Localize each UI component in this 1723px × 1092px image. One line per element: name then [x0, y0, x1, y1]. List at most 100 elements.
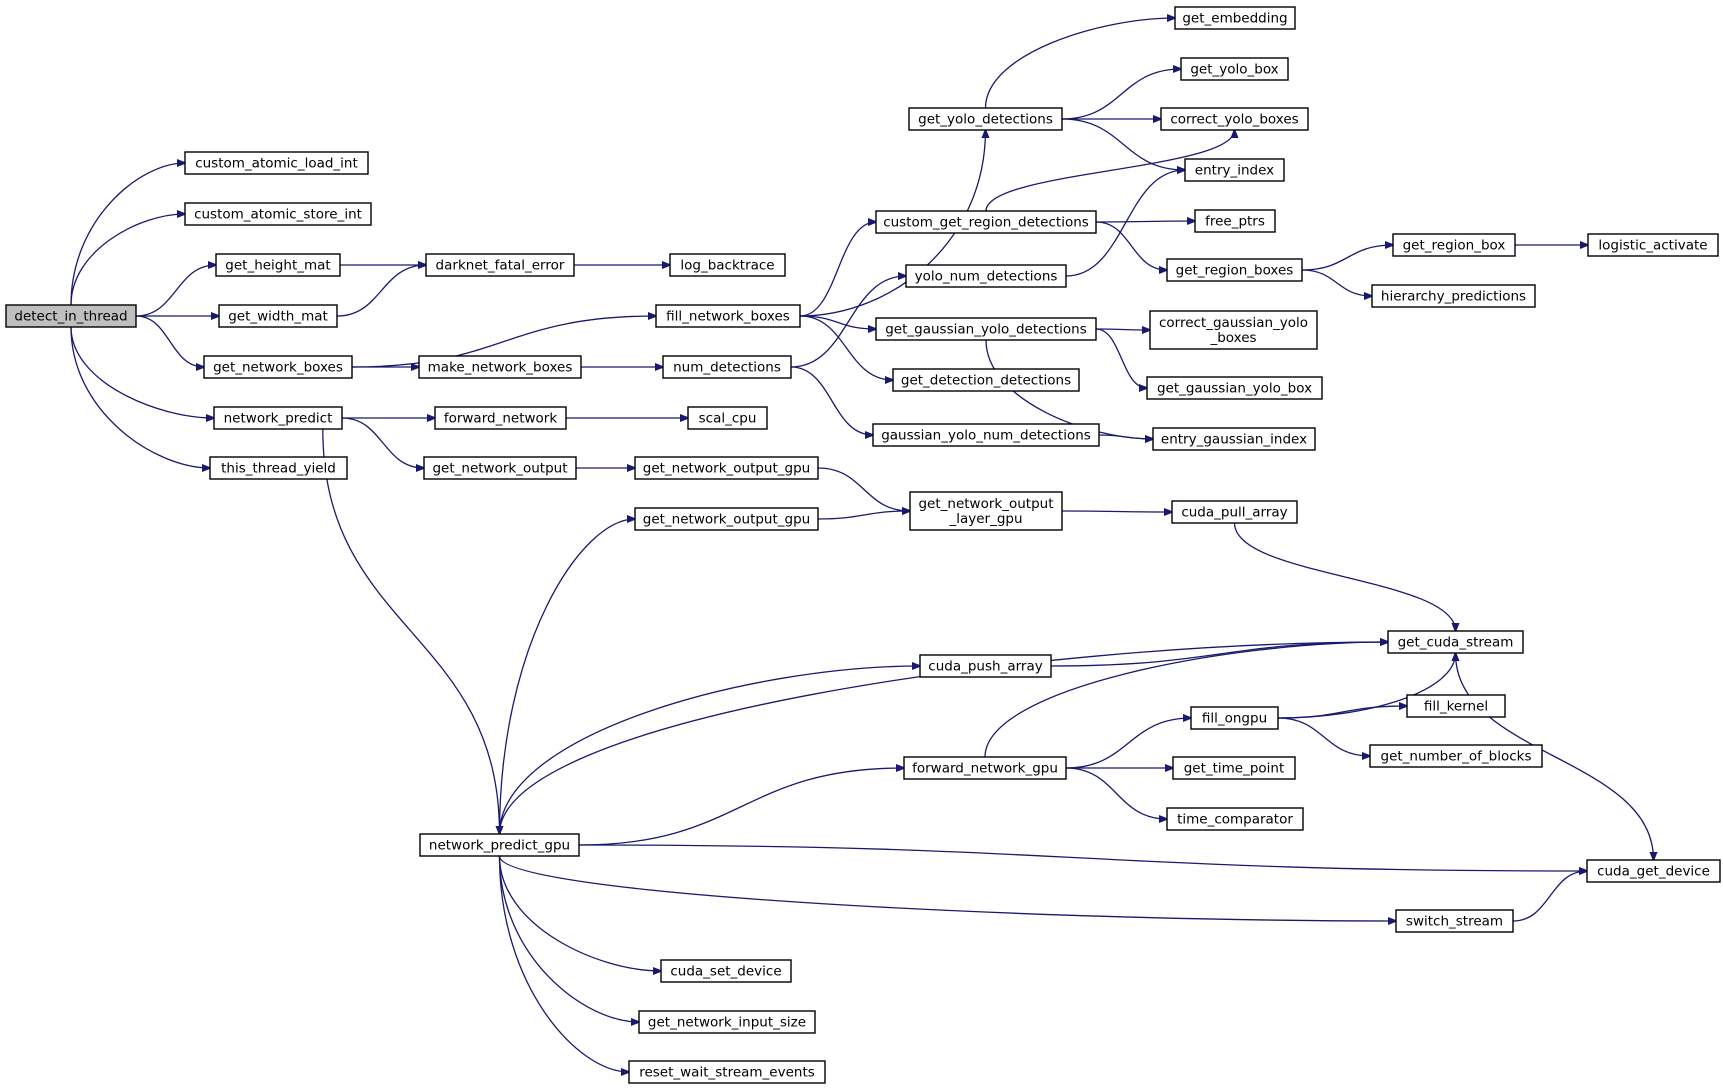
node-box	[184, 202, 372, 226]
edge-network-predict-to-network-predict-gpu	[322, 428, 500, 834]
node-label: num_detections	[673, 360, 781, 376]
node-num-detections[interactable]: num_detections	[662, 355, 792, 379]
edge-layer	[70, 18, 1654, 1072]
node-get-yolo-box[interactable]: get_yolo_box	[1180, 57, 1289, 81]
node-fill-kernel[interactable]: fill_kernel	[1406, 694, 1506, 718]
node-label: custom_atomic_store_int	[194, 207, 362, 223]
edge-get-width-mat-to-darknet-fatal-error	[336, 265, 426, 317]
node-get-height-mat[interactable]: get_height_mat	[215, 253, 341, 277]
node-logistic-activate[interactable]: logistic_activate	[1587, 233, 1719, 257]
node-get-cuda-stream[interactable]: get_cuda_stream	[1387, 630, 1524, 654]
node-get-detection-detections[interactable]: get_detection_detections	[892, 368, 1080, 392]
edge-get-yolo-detections-to-get-embedding	[984, 18, 1176, 109]
edge-detect-in-thread-to-get-height-mat	[135, 265, 216, 317]
node-label: fill_kernel	[1424, 699, 1488, 715]
node-box	[875, 317, 1097, 341]
node-network-predict-gpu[interactable]: network_predict_gpu	[419, 833, 580, 857]
node-get-gaussian-yolo-box[interactable]: get_gaussian_yolo_box	[1146, 376, 1323, 400]
node-label: get_network_output_gpu	[643, 461, 810, 477]
edge-yolo-num-detections-to-entry-index	[1065, 170, 1185, 277]
edge-fill-network-boxes-to-get-detection-detections	[799, 315, 893, 380]
node-label: gaussian_yolo_num_detections	[881, 428, 1091, 444]
node-label: get_network_input_size	[648, 1015, 806, 1031]
node-box	[1369, 744, 1543, 768]
node-make-network-boxes[interactable]: make_network_boxes	[418, 355, 582, 379]
edge-network-predict-gpu-to-cuda-set-device	[498, 855, 662, 971]
edge-get-gaussian-yolo-detections-to-correct-gaussian-yolo-boxes	[1095, 329, 1150, 330]
node-box	[1160, 107, 1309, 131]
node-entry-gaussian-index[interactable]: entry_gaussian_index	[1152, 427, 1316, 451]
node-label: get_yolo_box	[1190, 62, 1278, 78]
edge-network-predict-gpu-to-get-network-output-gpu-b	[498, 519, 636, 835]
node-reset-wait-stream-events[interactable]: reset_wait_stream_events	[628, 1060, 826, 1084]
node-box	[1180, 57, 1289, 81]
node-cuda-get-device[interactable]: cuda_get_device	[1586, 859, 1721, 883]
node-custom-get-region-detections[interactable]: custom_get_region_detections	[875, 210, 1097, 234]
edge-network-predict-gpu-to-reset-wait-stream-events	[498, 855, 630, 1072]
node-label: forward_network	[444, 411, 558, 427]
node-custom-atomic-store-int[interactable]: custom_atomic_store_int	[184, 202, 372, 226]
node-box	[1166, 258, 1303, 282]
node-get-network-output[interactable]: get_network_output	[423, 456, 577, 480]
node-get-region-box[interactable]: get_region_box	[1392, 233, 1516, 257]
node-this-thread-yield[interactable]: this_thread_yield	[209, 456, 348, 480]
node-get-network-output-gpu-b[interactable]: get_network_output_gpu	[634, 507, 819, 531]
node-box	[1174, 6, 1296, 30]
edge-get-network-output-gpu-a-to-get-network-output-layer-gpu	[817, 467, 910, 511]
node-get-number-of-blocks[interactable]: get_number_of_blocks	[1369, 744, 1543, 768]
edge-custom-get-region-detections-to-free-ptrs	[1095, 221, 1195, 222]
node-box	[1146, 376, 1323, 400]
node-box	[434, 406, 567, 430]
edge-detect-in-thread-to-get-network-boxes	[135, 315, 204, 367]
node-get-network-output-gpu-a[interactable]: get_network_output_gpu	[634, 456, 819, 480]
node-forward-network-gpu[interactable]: forward_network_gpu	[903, 756, 1067, 780]
node-scal-cpu[interactable]: scal_cpu	[687, 406, 768, 430]
node-gaussian-yolo-num-detections[interactable]: gaussian_yolo_num_detections	[872, 423, 1100, 447]
node-get-network-input-size[interactable]: get_network_input_size	[638, 1010, 816, 1034]
node-box	[634, 456, 819, 480]
node-hierarchy-predictions[interactable]: hierarchy_predictions	[1371, 284, 1536, 308]
node-label: cuda_push_array	[928, 659, 1042, 675]
node-label: detect_in_thread	[14, 309, 127, 325]
node-get-region-boxes[interactable]: get_region_boxes	[1166, 258, 1303, 282]
node-get-network-output-layer-gpu[interactable]: get_network_output_layer_gpu	[909, 491, 1063, 531]
node-box	[218, 304, 338, 328]
node-cuda-push-array[interactable]: cuda_push_array	[919, 654, 1052, 678]
edge-fill-ongpu-to-fill-kernel	[1277, 706, 1407, 719]
node-get-width-mat[interactable]: get_width_mat	[218, 304, 338, 328]
node-label: logistic_activate	[1598, 238, 1707, 254]
node-get-gaussian-yolo-detections[interactable]: get_gaussian_yolo_detections	[875, 317, 1097, 341]
node-label: get_gaussian_yolo_detections	[885, 322, 1087, 338]
node-get-yolo-detections[interactable]: get_yolo_detections	[908, 107, 1063, 131]
node-correct-gaussian-yolo-boxes[interactable]: correct_gaussian_yolo_boxes	[1149, 310, 1318, 350]
edge-fill-network-boxes-to-custom-get-region-detections	[799, 222, 876, 317]
node-network-predict[interactable]: network_predict	[213, 406, 343, 430]
node-log-backtrace[interactable]: log_backtrace	[669, 253, 786, 277]
node-get-embedding[interactable]: get_embedding	[1174, 6, 1296, 30]
node-fill-network-boxes[interactable]: fill_network_boxes	[655, 304, 801, 328]
node-get-time-point[interactable]: get_time_point	[1172, 756, 1296, 780]
node-box	[203, 355, 353, 379]
node-yolo-num-detections[interactable]: yolo_num_detections	[905, 264, 1067, 288]
node-box	[419, 833, 580, 857]
node-entry-index[interactable]: entry_index	[1184, 158, 1285, 182]
node-forward-network[interactable]: forward_network	[434, 406, 567, 430]
node-detect-in-thread[interactable]: detect_in_thread	[5, 304, 137, 328]
edge-switch-stream-to-cuda-get-device	[1512, 871, 1587, 922]
node-switch-stream[interactable]: switch_stream	[1395, 909, 1514, 933]
node-box	[1149, 310, 1318, 350]
node-custom-atomic-load-int[interactable]: custom_atomic_load_int	[184, 151, 369, 175]
node-darknet-fatal-error[interactable]: darknet_fatal_error	[425, 253, 575, 277]
node-get-network-boxes[interactable]: get_network_boxes	[203, 355, 353, 379]
node-fill-ongpu[interactable]: fill_ongpu	[1190, 706, 1279, 730]
node-time-comparator[interactable]: time_comparator	[1166, 807, 1304, 831]
node-cuda-pull-array[interactable]: cuda_pull_array	[1171, 500, 1298, 524]
edge-forward-network-gpu-to-time-comparator	[1065, 767, 1167, 819]
node-cuda-set-device[interactable]: cuda_set_device	[660, 959, 792, 983]
node-correct-yolo-boxes[interactable]: correct_yolo_boxes	[1160, 107, 1309, 131]
node-box	[875, 210, 1097, 234]
node-box	[418, 355, 582, 379]
node-label: custom_atomic_load_int	[195, 156, 358, 172]
node-free-ptrs[interactable]: free_ptrs	[1194, 209, 1276, 233]
